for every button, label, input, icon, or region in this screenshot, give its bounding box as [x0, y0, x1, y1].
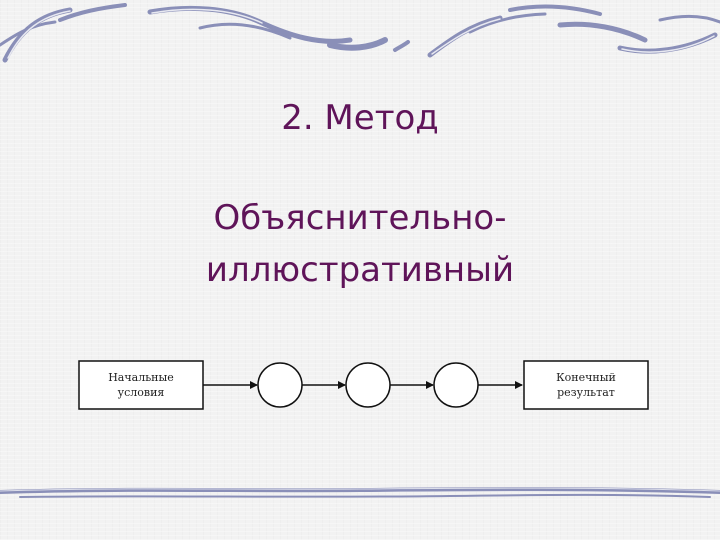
- end-box: Конечный результат: [523, 360, 649, 410]
- start-box-line-2: условия: [118, 386, 165, 399]
- slide-subtitle: Объяснительно- иллюстративный: [0, 192, 720, 296]
- start-box: Начальные условия: [78, 360, 204, 410]
- start-box-line-1: Начальные: [108, 371, 174, 384]
- end-box-line-1: Конечный: [556, 371, 616, 384]
- subtitle-line-1: Объяснительно-: [213, 198, 507, 238]
- subtitle-line-2: иллюстративный: [205, 250, 515, 290]
- step-circle-3: [433, 362, 479, 408]
- end-box-line-2: результат: [557, 386, 615, 399]
- step-circle-1: [257, 362, 303, 408]
- slide-title: 2. Метод: [281, 98, 439, 138]
- bottom-decorative-line: [0, 487, 720, 498]
- process-diagram: Начальные условия Конечный результат: [78, 360, 649, 410]
- step-circle-2: [345, 362, 391, 408]
- top-decorative-swirls: [0, 3, 720, 63]
